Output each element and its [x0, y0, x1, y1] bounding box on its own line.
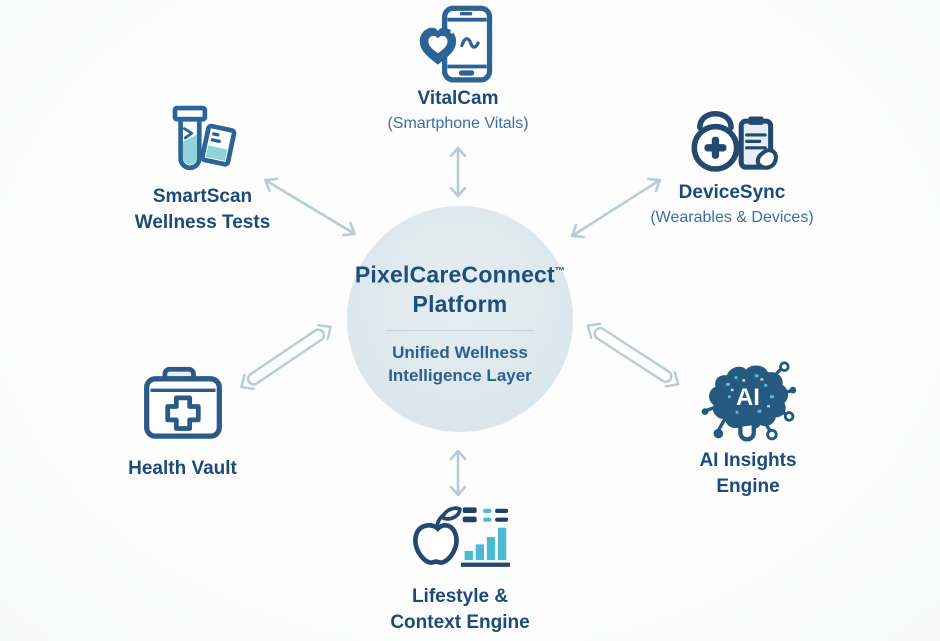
- node-lifestyle: Lifestyle & Context Engine: [350, 500, 570, 636]
- smartscan-label-line2: Wellness Tests: [134, 212, 271, 233]
- trademark-symbol: ™: [554, 266, 566, 278]
- test-tube-cassette-icon: [172, 105, 236, 171]
- smartwatch-clipboard-icon: [691, 111, 778, 172]
- medical-folder-icon: [143, 366, 222, 439]
- healthvault-label: Health Vault: [128, 458, 237, 479]
- ai-icon-text: AI: [736, 384, 760, 411]
- lifestyle-label-line2: Context Engine: [390, 612, 530, 633]
- node-smartscan: SmartScan Wellness Tests: [105, 104, 300, 236]
- node-vitalcam: VitalCam (Smartphone Vitals): [358, 4, 558, 136]
- apple-bar-chart-icon: [413, 506, 510, 567]
- lifestyle-label-line1: Lifestyle &: [411, 586, 509, 607]
- node-healthvault: Health Vault: [85, 366, 280, 482]
- node-devicesync: DeviceSync (Wearables & Devices): [622, 100, 842, 230]
- arrow-hub-vitalcam: [448, 144, 468, 200]
- subtitle-line2: Intelligence Layer: [388, 365, 532, 385]
- vitalcam-label: VitalCam: [417, 88, 499, 109]
- ai-insights-label-line1: AI Insights: [699, 450, 797, 471]
- arrow-hub-lifestyle: [448, 447, 468, 499]
- arrow-hub-ai-insights: [579, 314, 687, 397]
- node-ai-insights: AI AI Insights Engine: [648, 360, 848, 500]
- ai-brain-icon: AI: [701, 361, 796, 442]
- vitalcam-sublabel: (Smartphone Vitals): [387, 115, 529, 132]
- platform-subtitle: Unified Wellness Intelligence Layer: [388, 341, 532, 387]
- platform-title: PixelCareConnect™ Platform: [355, 257, 565, 319]
- arrow-hub-smartscan: [257, 170, 363, 245]
- arrow-hub-devicesync: [563, 169, 668, 246]
- hub-divider: [386, 329, 534, 331]
- platform-title-text: PixelCareConnect: [354, 261, 555, 288]
- arrow-hub-healthvault: [232, 315, 339, 399]
- subtitle-line1: Unified Wellness: [392, 342, 528, 362]
- ai-insights-label-line2: Engine: [716, 476, 780, 497]
- smartscan-label-line1: SmartScan: [152, 186, 253, 207]
- devicesync-label: DeviceSync: [678, 182, 786, 203]
- platform-hub-circle: PixelCareConnect™ Platform Unified Welln…: [347, 206, 573, 432]
- smartphone-heart-vitals-icon: [419, 5, 493, 83]
- platform-title-line2: Platform: [412, 290, 508, 317]
- devicesync-sublabel: (Wearables & Devices): [650, 209, 814, 226]
